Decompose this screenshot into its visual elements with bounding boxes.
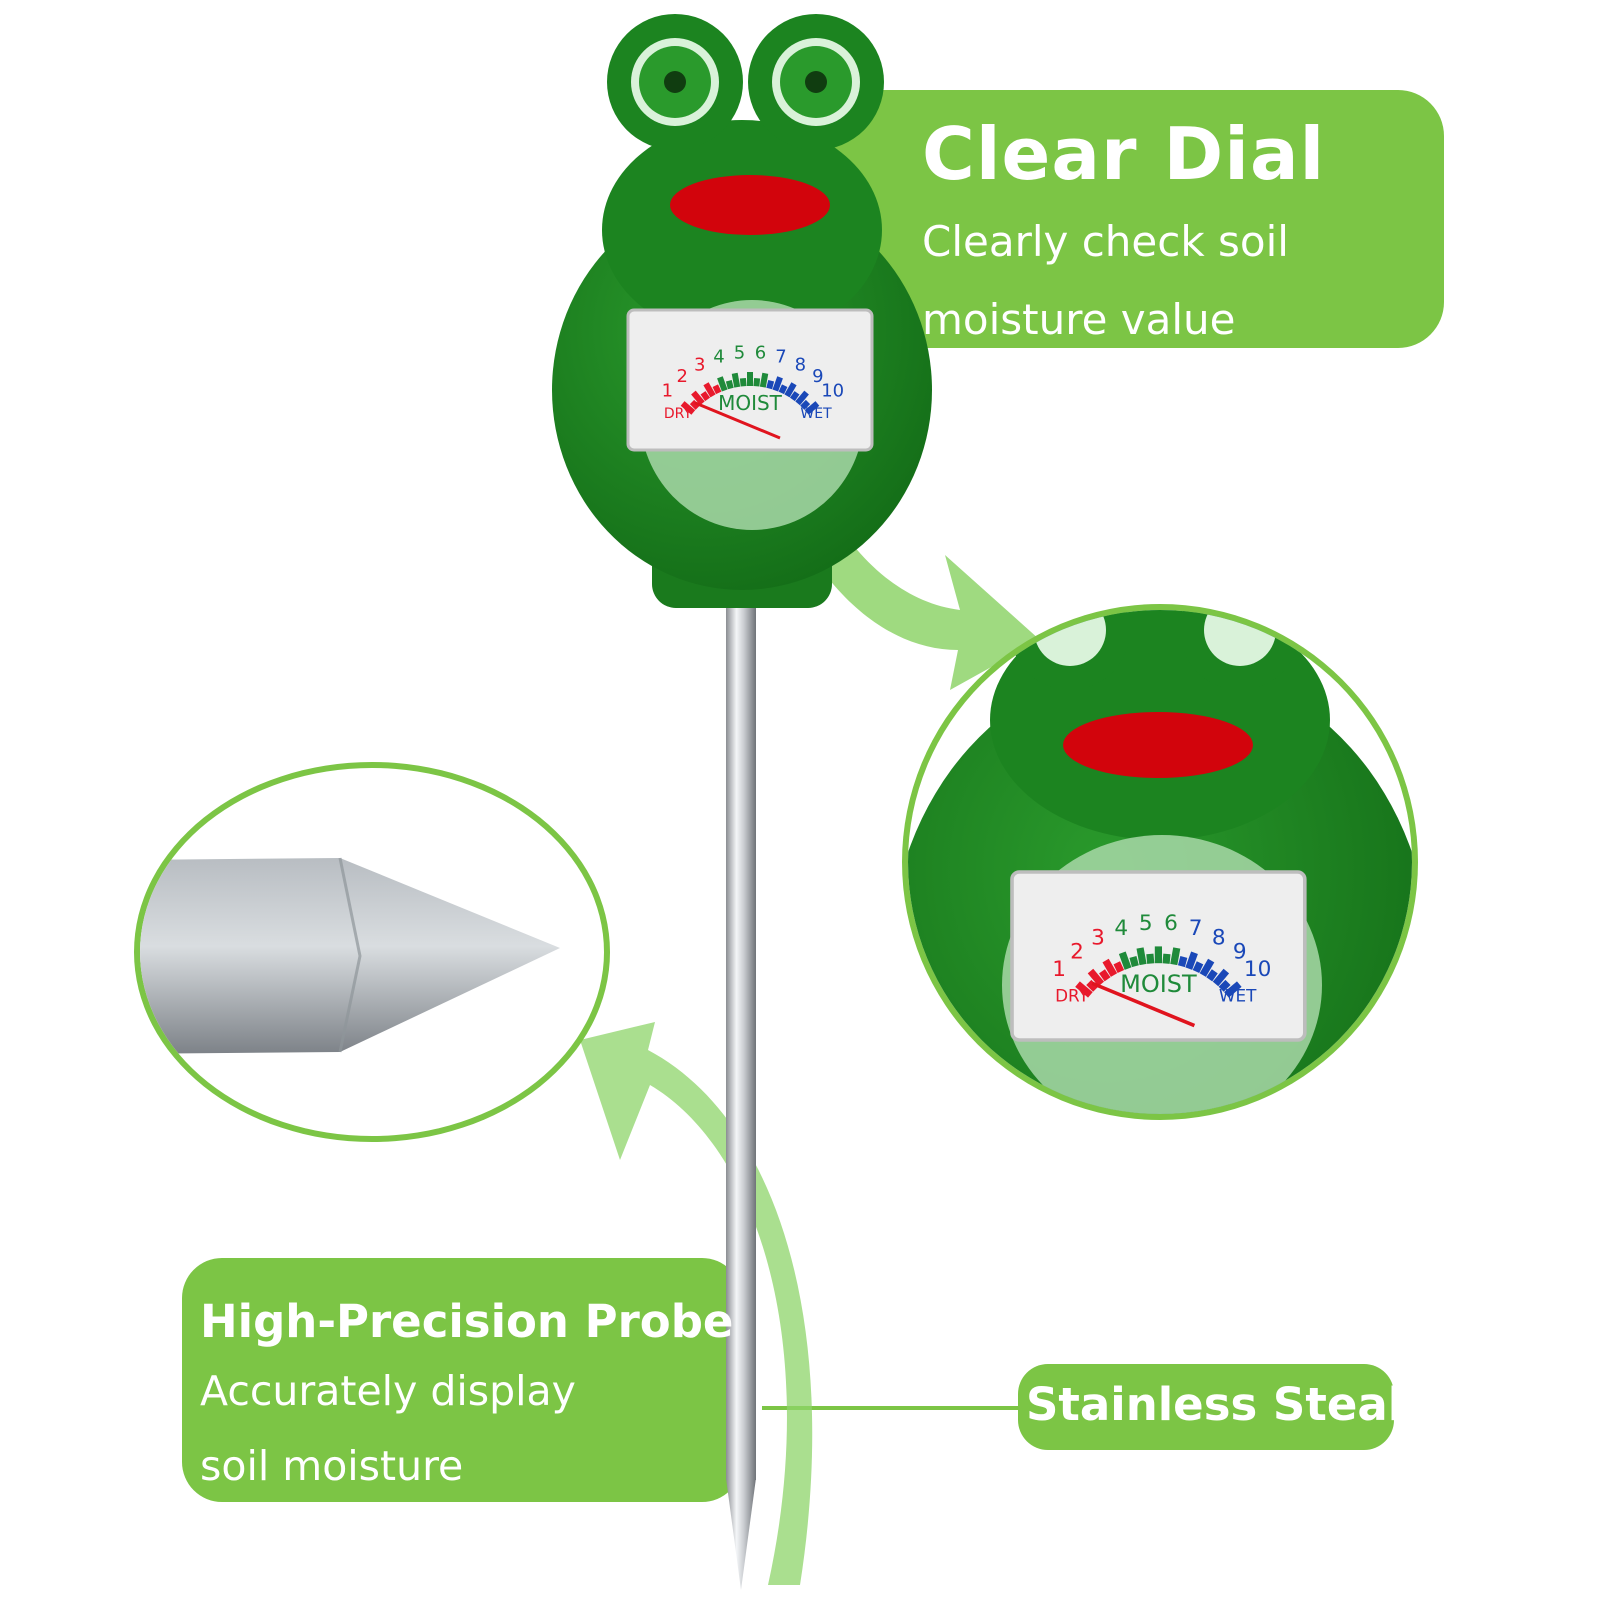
dial-tick bbox=[759, 372, 769, 388]
dial-label-wet: WET bbox=[800, 406, 832, 422]
dial-scale-number: 3 bbox=[1091, 925, 1105, 950]
dial-tick bbox=[1199, 958, 1215, 977]
dial-tick bbox=[784, 382, 797, 398]
dial-tick bbox=[1170, 947, 1181, 966]
dial-scale-number: 9 bbox=[812, 366, 823, 387]
dial-tick bbox=[1087, 968, 1105, 987]
dial-needle bbox=[694, 401, 781, 440]
dial-tick bbox=[1192, 961, 1204, 974]
dial-tick bbox=[1206, 969, 1218, 982]
steel-title: Stainless Steal bbox=[1026, 1378, 1404, 1431]
dial-label-dry: DRY bbox=[664, 406, 693, 422]
dial-tick bbox=[700, 391, 711, 402]
dial-tick bbox=[1136, 947, 1147, 966]
dial-scale-number: 2 bbox=[676, 366, 687, 387]
dial-tick bbox=[800, 399, 811, 410]
dial-tick bbox=[1113, 961, 1125, 974]
probe-tip-zoom bbox=[140, 768, 604, 1136]
dial-tick bbox=[725, 380, 734, 390]
dial-scale-number: 5 bbox=[1139, 911, 1153, 936]
dial-tick bbox=[753, 378, 761, 387]
dial-scale-number: 8 bbox=[1212, 925, 1226, 950]
dial-tick bbox=[712, 384, 722, 395]
dial-tick bbox=[795, 390, 809, 406]
dial-label-wet: WET bbox=[1219, 986, 1257, 1006]
dial-tick bbox=[766, 380, 775, 390]
dial-tick bbox=[1129, 956, 1139, 968]
dial-tick bbox=[739, 378, 747, 387]
dial-tick bbox=[1146, 953, 1155, 964]
dial-scale-number: 3 bbox=[694, 354, 705, 375]
probe-tip-closeup bbox=[140, 858, 560, 1054]
dial-tick bbox=[731, 372, 741, 388]
steel-panel bbox=[1018, 1364, 1394, 1450]
dial-scale-number: 10 bbox=[1244, 957, 1271, 982]
dial-scale-number: 4 bbox=[713, 347, 724, 368]
dial-label-dry: DRY bbox=[1055, 986, 1090, 1006]
dial-tick bbox=[1086, 979, 1099, 992]
dial-tick bbox=[680, 401, 696, 415]
probe-line2: soil moisture bbox=[200, 1442, 464, 1490]
dial-needle bbox=[1091, 981, 1196, 1028]
dial-scale-number: 8 bbox=[795, 354, 806, 375]
dial-tick bbox=[1102, 958, 1118, 977]
clear-dial-line1: Clearly check soil bbox=[922, 217, 1289, 266]
dial-label-moist: MOIST bbox=[1120, 970, 1197, 998]
clear-dial-panel bbox=[810, 90, 1444, 348]
dial-tick bbox=[1224, 981, 1242, 998]
probe-rod bbox=[726, 600, 756, 1480]
dial-scale-number: 5 bbox=[734, 343, 745, 364]
dial-tick bbox=[1099, 969, 1111, 982]
dial-tick bbox=[717, 376, 728, 392]
dial-scale-number: 10 bbox=[821, 381, 844, 402]
clear-dial-callout: Clear Dial Clearly check soil moisture v… bbox=[922, 112, 1325, 352]
dial-tick bbox=[1177, 956, 1188, 968]
dial-tick bbox=[1118, 951, 1132, 970]
dial-tick bbox=[1162, 953, 1171, 964]
dial-scale-number: 1 bbox=[662, 381, 673, 402]
dial-tick bbox=[772, 376, 783, 392]
dial-tick bbox=[689, 399, 700, 410]
curved-arrow-icon bbox=[760, 420, 1040, 690]
dial-tick bbox=[804, 401, 820, 415]
dial-tick bbox=[703, 382, 716, 398]
dial-scale-number: 9 bbox=[1233, 939, 1247, 964]
frog-mouth bbox=[670, 175, 830, 235]
probe-title: High-Precision Probe bbox=[200, 1295, 734, 1348]
probe-callout: High-Precision Probe Accurately display … bbox=[200, 1295, 733, 1498]
probe-rod-tip bbox=[726, 1478, 756, 1590]
dial-tick bbox=[789, 391, 800, 402]
clear-dial-title: Clear Dial bbox=[922, 112, 1326, 196]
dial-scale-number: 2 bbox=[1070, 939, 1084, 964]
dial-tick bbox=[1218, 979, 1231, 992]
dial-scale-number: 6 bbox=[1164, 911, 1178, 936]
dial-tick bbox=[1185, 951, 1198, 970]
dial-tick bbox=[1075, 981, 1093, 998]
steel-callout: Stainless Steal bbox=[1026, 1378, 1403, 1431]
dial-tick bbox=[778, 384, 788, 395]
dial-tick bbox=[691, 390, 705, 406]
dial-scale-number: 7 bbox=[775, 347, 786, 368]
dial-label-moist: MOIST bbox=[718, 391, 783, 415]
dial-tick bbox=[1212, 968, 1230, 987]
dial-scale-number: 4 bbox=[1114, 916, 1128, 941]
clear-dial-line2: moisture value bbox=[922, 295, 1236, 344]
probe-panel bbox=[182, 1258, 742, 1502]
probe-line1: Accurately display bbox=[200, 1367, 576, 1415]
zoom-frog-mouth bbox=[1063, 712, 1253, 778]
dial-scale-number: 6 bbox=[755, 343, 766, 364]
dial-scale-number: 1 bbox=[1052, 957, 1066, 982]
dial-scale-number: 7 bbox=[1189, 916, 1203, 941]
